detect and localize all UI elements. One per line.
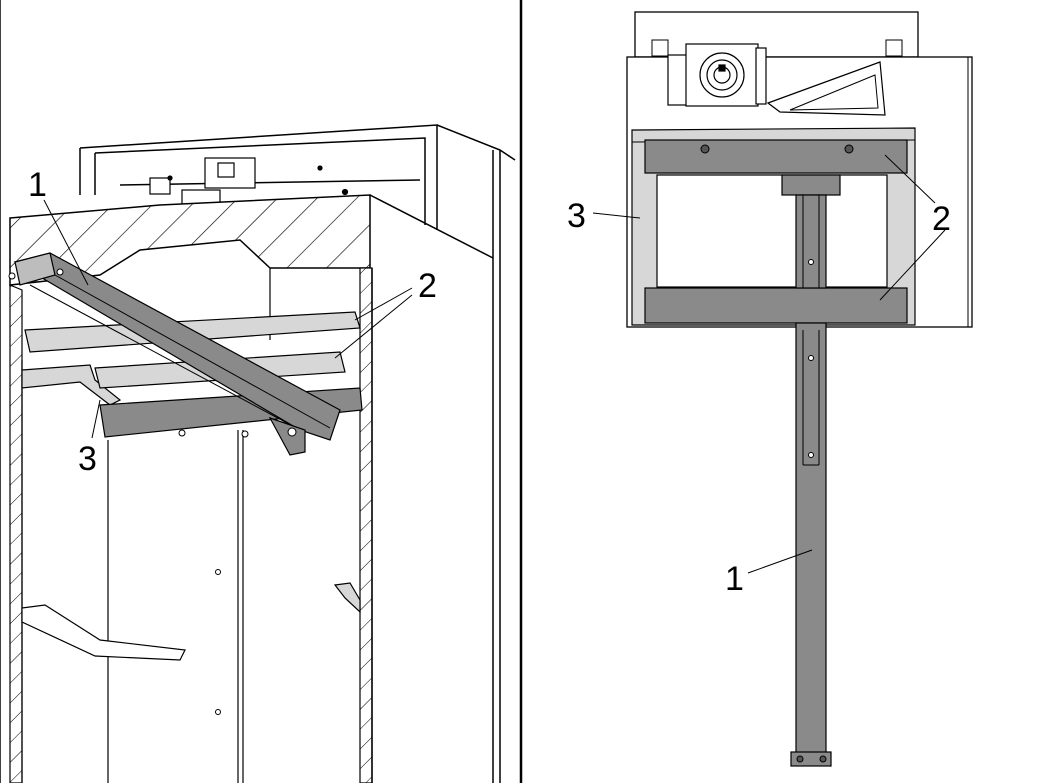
left-callout-2: 2 [418, 267, 437, 305]
right-view: 3 2 1 [567, 11, 973, 767]
right-callout-1: 1 [725, 560, 744, 598]
housing-top [634, 11, 919, 58]
left-callout-3: 3 [78, 440, 97, 478]
right-callout-3: 3 [567, 197, 586, 235]
part-2-bar-upper [644, 139, 908, 174]
part-3-guide-left [21, 364, 122, 406]
motor-assembly [149, 157, 349, 207]
section-cut-left-wall [9, 284, 23, 783]
left-callout-1: 1 [28, 166, 47, 204]
right-callout-2: 2 [932, 200, 951, 238]
lower-bracket-left [21, 604, 186, 661]
part-3-frame [631, 127, 916, 326]
part-1-arm [8, 252, 341, 456]
left-view: 1 2 3 [0, 0, 516, 783]
gearbox [667, 43, 767, 107]
part-1-arm-vertical [790, 194, 832, 767]
section-cut-right-wall [359, 267, 373, 783]
top-housing [79, 124, 516, 783]
part-2-bar-lower [644, 287, 908, 324]
lower-bracket-right [333, 582, 361, 614]
